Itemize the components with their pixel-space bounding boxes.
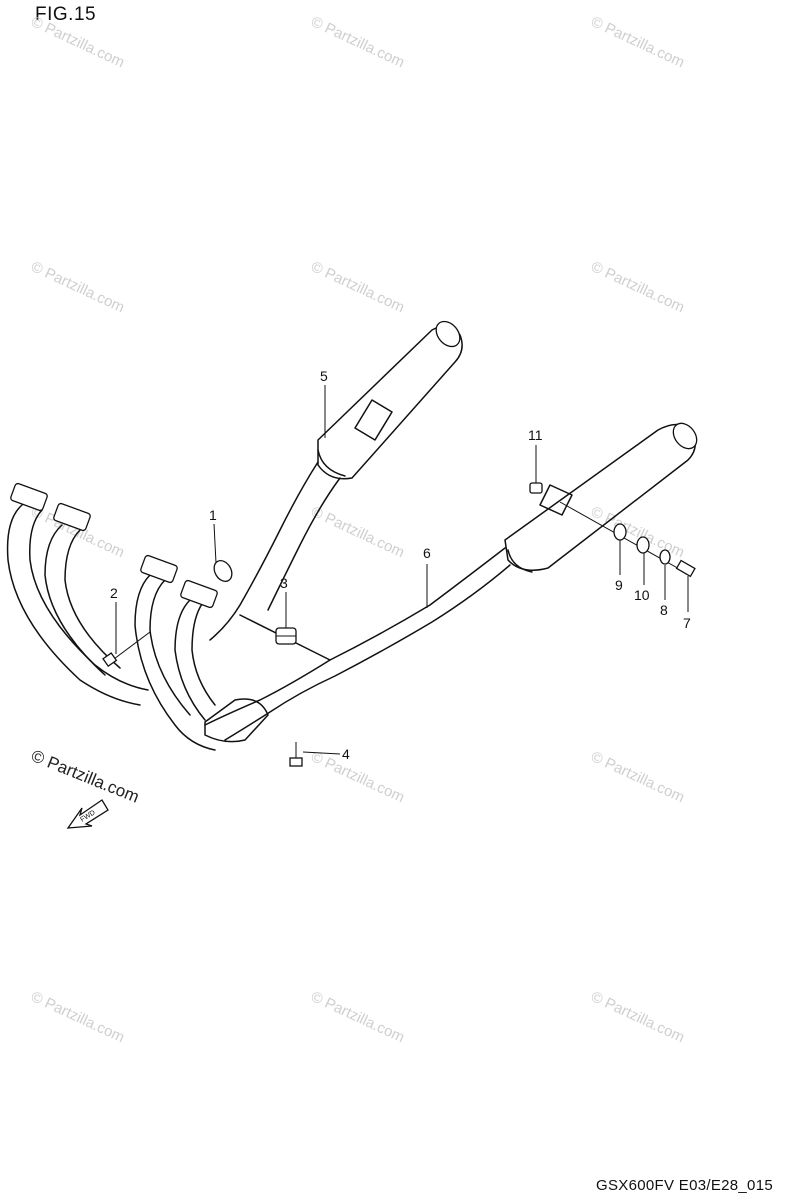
watermark: © Partzilla.com (588, 748, 687, 806)
model-code-footer: GSX600FV E03/E28_015 (596, 1177, 773, 1194)
callout-11[interactable]: 11 (528, 427, 543, 443)
watermark: © Partzilla.com (588, 503, 687, 561)
header-flanges (10, 482, 218, 609)
muffler-mount-hardware (559, 501, 696, 578)
clamp-part-3 (275, 627, 297, 645)
watermark: © Partzilla.com (588, 988, 687, 1046)
copyright-notice: © Partzilla.com (29, 746, 142, 807)
callout-10[interactable]: 10 (634, 587, 650, 603)
watermark: © Partzilla.com (588, 258, 687, 316)
callout-9[interactable]: 9 (615, 577, 623, 593)
bolt-part-4 (289, 742, 303, 767)
watermark: © Partzilla.com (28, 988, 127, 1046)
bolt-part-7 (675, 559, 696, 578)
callout-8[interactable]: 8 (660, 602, 668, 618)
callout-labels: 1 2 3 4 5 6 7 8 9 10 11 (110, 368, 691, 762)
muffler-left (317, 320, 463, 480)
fwd-arrow: FWD (66, 799, 109, 829)
header-pipes (6, 504, 216, 751)
collector-body (204, 698, 269, 743)
collar-part-10 (636, 536, 650, 554)
callout-3[interactable]: 3 (280, 575, 288, 591)
cushion-part-9 (613, 523, 627, 541)
watermark: © Partzilla.com (308, 13, 407, 71)
bolt-part-2 (102, 631, 151, 668)
callout-6[interactable]: 6 (423, 545, 431, 561)
callout-5[interactable]: 5 (320, 368, 328, 384)
watermark-layer: © Partzilla.com © Partzilla.com © Partzi… (28, 13, 687, 1046)
nut-part-11 (529, 482, 543, 494)
callout-2[interactable]: 2 (110, 585, 118, 601)
washer-part-8 (659, 549, 671, 565)
watermark: © Partzilla.com (588, 13, 687, 71)
link-pipe-left (209, 461, 341, 641)
watermark: © Partzilla.com (308, 748, 407, 806)
callout-1[interactable]: 1 (209, 507, 217, 523)
watermark: © Partzilla.com (28, 13, 127, 71)
exhaust-pipe-assembly (204, 547, 511, 741)
watermark: © Partzilla.com (308, 503, 407, 561)
watermark: © Partzilla.com (308, 258, 407, 316)
muffler-right (504, 422, 698, 573)
watermark: © Partzilla.com (308, 988, 407, 1046)
leader-lines (115, 385, 689, 755)
callout-4[interactable]: 4 (342, 746, 350, 762)
figure-title: FIG.15 (35, 4, 97, 25)
watermark: © Partzilla.com (28, 258, 127, 316)
callout-7[interactable]: 7 (683, 615, 691, 631)
gasket-part-1 (213, 560, 233, 582)
